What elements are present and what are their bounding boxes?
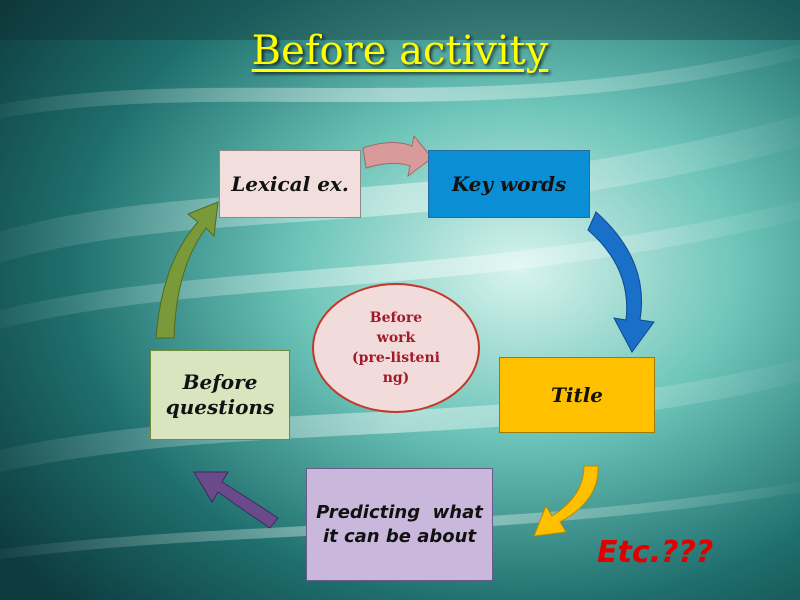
- node-before-questions: Before questions: [150, 350, 290, 440]
- slide-title: Before activity: [251, 28, 549, 74]
- node-label-line1: Predicting what: [316, 501, 483, 523]
- arrow-keywords-to-title: [587, 211, 655, 353]
- node-predicting: Predicting what it can be about: [306, 468, 493, 581]
- arrow-title-to-predicting: [533, 465, 599, 537]
- node-lexical-ex: Lexical ex.: [219, 150, 361, 218]
- arrow-predicting-to-before-questions: [193, 471, 279, 529]
- center-line3: (pre-listeni: [352, 350, 440, 366]
- center-line4: ng): [382, 370, 410, 386]
- node-title: Title: [499, 357, 655, 433]
- center-oval: Before work (pre-listeni ng): [312, 283, 480, 413]
- node-key-words: Key words: [428, 150, 590, 218]
- node-label: Title: [550, 382, 604, 407]
- arrow-before-questions-to-lexical: [155, 201, 219, 339]
- arrow-lexical-to-keywords: [362, 134, 433, 178]
- node-label-line1: Before: [182, 370, 258, 394]
- etc-label: Etc.???: [597, 535, 714, 570]
- center-line2: work: [376, 330, 416, 346]
- node-label-line2: it can be about: [322, 525, 477, 547]
- node-label: Lexical ex.: [231, 171, 349, 196]
- node-label-line2: questions: [165, 395, 275, 419]
- node-label: Key words: [451, 171, 567, 196]
- center-line1: Before: [369, 310, 423, 326]
